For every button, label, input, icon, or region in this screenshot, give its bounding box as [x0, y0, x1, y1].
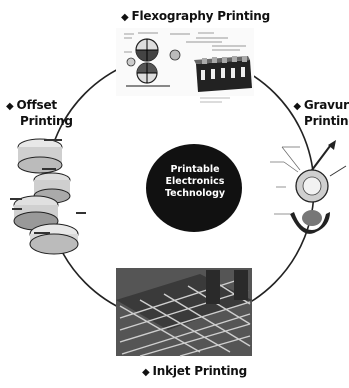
diamond-bullet-icon: ◆: [142, 367, 150, 378]
flexography-illustration: [116, 28, 254, 103]
diamond-bullet-icon: ◆: [121, 12, 129, 23]
diamond-bullet-icon: ◆: [293, 101, 301, 112]
gravure-illustration: [270, 140, 347, 234]
diamond-bullet-icon: ◆: [6, 101, 14, 112]
offset-illustration: [10, 138, 86, 255]
center-ellipse: [146, 144, 242, 232]
inkjet-label: ◆Inkjet Printing: [142, 364, 248, 378]
offset-label: ◆Offset Printing: [6, 98, 73, 128]
gravure-label: ◆Gravure Printing: [293, 98, 349, 128]
center-title: Printable Electronics Technology: [164, 164, 226, 199]
flexography-label: ◆Flexography Printing: [121, 9, 271, 23]
inkjet-illustration: [116, 268, 252, 357]
